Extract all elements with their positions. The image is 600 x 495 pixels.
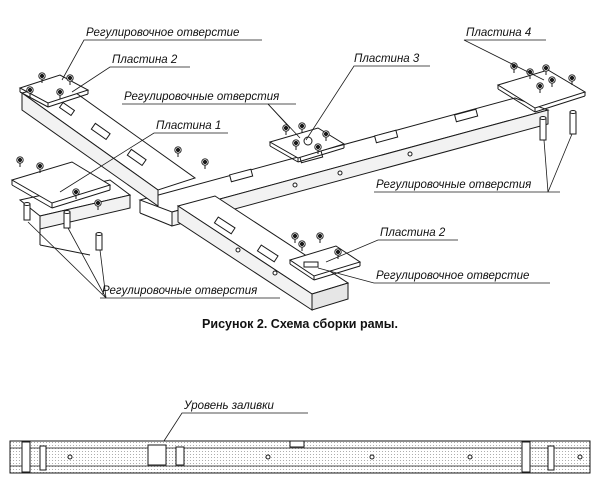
leader-lines [27,39,573,445]
label-reg-hole-top: Регулировочное отверстие [86,27,239,39]
frame-side-view [9,440,591,474]
caption-number: 2. [257,317,267,331]
label-fill-level: Уровень заливки [183,400,275,412]
label-plate-2-top: Пластина 2 [112,54,178,66]
label-reg-holes-bottom-left: Регулировочные отверстия [102,285,257,297]
plate-1 [10,156,112,251]
label-plate-3: Пластина 3 [354,53,420,65]
frame-isometric-view [10,62,587,311]
label-reg-hole-bottom: Регулировочное отверстие [376,270,529,282]
label-reg-holes-right: Регулировочные отверстия [376,179,531,191]
label-plate-4: Пластина 4 [466,27,531,39]
label-plate-2-bottom: Пластина 2 [380,227,446,239]
main-beam [138,97,550,227]
label-reg-holes-mid: Регулировочные отверстия [124,91,279,103]
figure-caption: Рисунок 2. Схема сборки рамы. [202,317,398,331]
caption-prefix: Рисунок [202,317,257,331]
left-secondary-beam [18,179,132,256]
plate-2-top [18,72,90,108]
plate-3 [268,122,346,163]
label-plate-1: Пластина 1 [156,120,221,132]
plate-4 [496,62,587,141]
callout-labels: Регулировочное отверстие Пластина 2 Плас… [86,27,531,412]
caption-text: Схема сборки рамы. [267,317,398,331]
upper-left-arm [20,82,197,207]
